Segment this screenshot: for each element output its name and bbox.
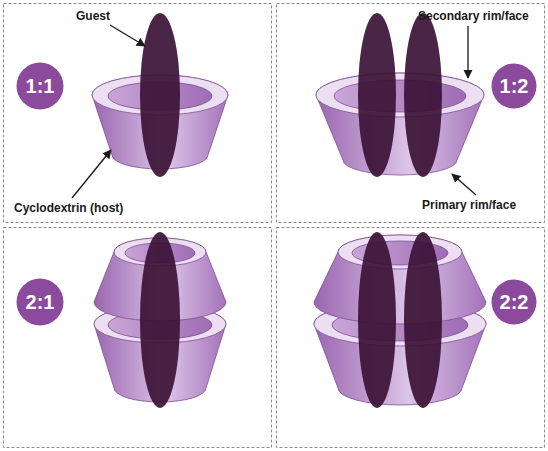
guest-molecule [358, 232, 396, 408]
panel-frames [4, 4, 545, 448]
guest-molecule [358, 13, 396, 177]
badge-circle-shape [492, 280, 537, 325]
ratio-badge: 1:1 [16, 62, 64, 110]
part-label: Primary rim/face [422, 198, 516, 212]
ratio-text: 1:2 [500, 75, 529, 98]
badge-circle-shape [17, 279, 64, 326]
ratio-badge: 2:1 [16, 278, 64, 326]
guest-molecule [140, 232, 180, 408]
guest-molecule [140, 13, 180, 177]
part-label: Secondary rim/face [418, 9, 529, 23]
part-label: Cyclodextrin (host) [14, 201, 123, 215]
leader-arrows [72, 25, 476, 198]
guest-molecule [404, 232, 442, 408]
ratio-badge: 1:2 [491, 63, 537, 109]
ratio-text: 1:1 [26, 75, 55, 98]
badge-circle-shape [492, 64, 537, 109]
ratio-text: 2:1 [26, 291, 55, 314]
part-label: Guest [76, 9, 110, 23]
guest-molecule [404, 13, 442, 177]
badge-circle-shape [17, 63, 64, 110]
ratio-text: 2:2 [500, 291, 529, 314]
cyclodextrin-host [316, 73, 484, 175]
ratio-badge: 2:2 [491, 279, 537, 325]
cyclodextrin-host [314, 235, 486, 405]
